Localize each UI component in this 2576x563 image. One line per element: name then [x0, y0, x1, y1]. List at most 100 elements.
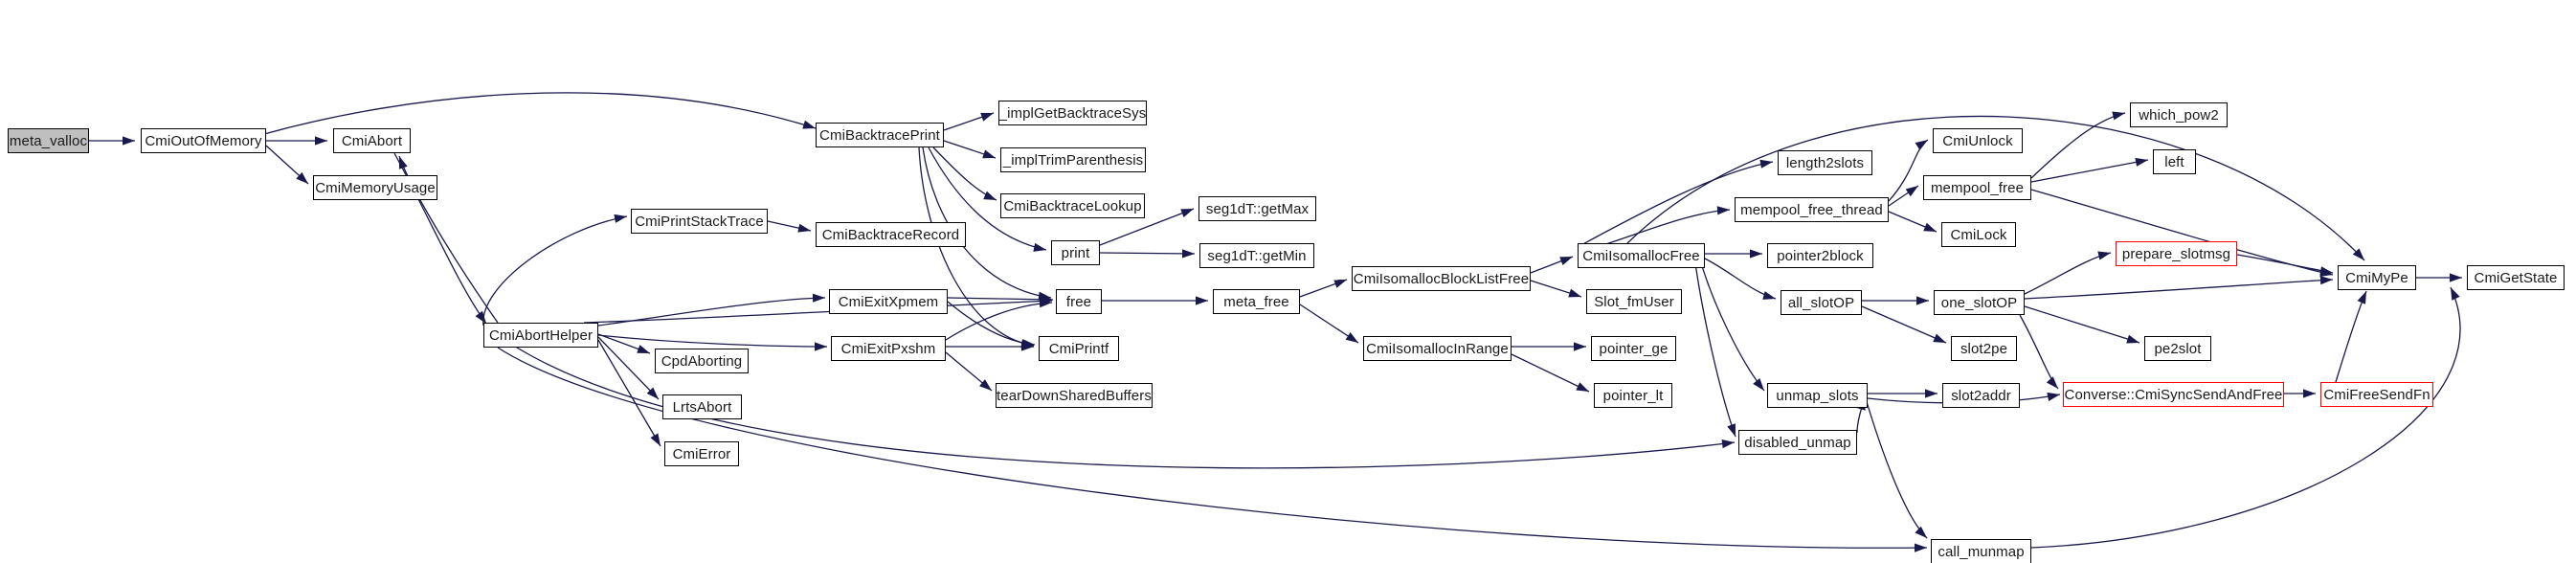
- graph-node-_implGetBacktraceSys[interactable]: _implGetBacktraceSys: [998, 101, 1147, 125]
- edge-unmap_slots-to-call_munmap: [1864, 394, 1928, 539]
- graph-node-CmiMyPe[interactable]: CmiMyPe: [2338, 265, 2416, 290]
- arrowhead-mempool_free_thread-to-CmiLock: [1923, 222, 1937, 232]
- graph-node-mempool_free_thread[interactable]: mempool_free_thread: [1735, 197, 1889, 222]
- arrowhead-CmiAbortHelper-to-CmiError: [650, 433, 661, 446]
- edge-CmiIsomallocFree-to-disabled_unmap: [1693, 256, 1736, 438]
- graph-node-CmiMemoryUsage[interactable]: CmiMemoryUsage: [313, 175, 437, 200]
- graph-node-label: all_slotOP: [1787, 294, 1855, 311]
- graph-node-all_slotOP[interactable]: all_slotOP: [1781, 290, 1862, 315]
- edge-CmiExitXpmem-to-free: [947, 297, 1054, 301]
- graph-node-label: CmiPrintStackTrace: [635, 213, 764, 230]
- graph-node-label: CmiUnlock: [1942, 132, 2013, 149]
- edge-all_slotOP-to-slot2pe: [1861, 305, 1947, 344]
- graph-node-CmiPrintf[interactable]: CmiPrintf: [1039, 336, 1119, 361]
- graph-node-_implTrimParenthesis[interactable]: _implTrimParenthesis: [1000, 147, 1146, 172]
- graph-node-label: CmiBacktraceRecord: [821, 226, 960, 243]
- graph-node-CmiIsomallocBlockListFree[interactable]: CmiIsomallocBlockListFree: [1352, 266, 1531, 291]
- graph-node-meta_valloc[interactable]: meta_valloc: [8, 128, 89, 153]
- graph-node-prepare_slotmsg[interactable]: prepare_slotmsg: [2116, 241, 2237, 266]
- graph-node-CmiLock[interactable]: CmiLock: [1941, 222, 2016, 247]
- arrowhead-CmiIsomallocInRange-to-pointer_lt: [1576, 382, 1589, 392]
- arrowhead-unmap_slots-to-call_munmap: [1915, 526, 1927, 538]
- graph-node-seg1dT_getMax[interactable]: seg1dT::getMax: [1198, 196, 1316, 221]
- graph-node-pointer_ge[interactable]: pointer_ge: [1591, 336, 1676, 361]
- graph-node-label: meta_free: [1223, 293, 1289, 310]
- graph-node-CmiBacktracePrint[interactable]: CmiBacktracePrint: [816, 123, 944, 147]
- graph-node-one_slotOP[interactable]: one_slotOP: [1934, 290, 2025, 315]
- graph-node-Converse_CmiSyncSendAndFree[interactable]: Converse::CmiSyncSendAndFree: [2063, 382, 2284, 407]
- edge-CmiIsomallocFree-to-length2slots: [1577, 161, 1774, 248]
- graph-node-CmiExitPxshm[interactable]: CmiExitPxshm: [831, 336, 946, 361]
- graph-node-pe2slot[interactable]: pe2slot: [2144, 336, 2211, 361]
- graph-node-CmiExitXpmem[interactable]: CmiExitXpmem: [829, 289, 948, 314]
- arrowhead-Converse_CmiSyncSendAndFree-to-CmiFreeSendFn: [2303, 389, 2316, 398]
- arrowhead-CmiIsomallocFree-to-pointer2block: [1750, 249, 1762, 259]
- graph-node-print[interactable]: print: [1051, 240, 1100, 265]
- arrowhead-mempool_free_thread-to-mempool_free: [1905, 186, 1918, 197]
- graph-node-label: mempool_free_thread: [1740, 201, 1883, 218]
- graph-node-LrtsAbort[interactable]: LrtsAbort: [662, 394, 742, 419]
- graph-node-label: CmiExitXpmem: [838, 293, 939, 310]
- arrowhead-CmiFreeSendFn-to-CmiMyPe: [2357, 291, 2366, 304]
- arrowhead-CmiBacktracePrint-to-CmiBacktraceLookup: [983, 191, 997, 200]
- graph-node-pointer_lt[interactable]: pointer_lt: [1594, 383, 1672, 408]
- graph-node-slot2addr[interactable]: slot2addr: [1942, 383, 2020, 408]
- arrowhead-meta_free-to-CmiIsomallocInRange: [1345, 332, 1358, 343]
- arrowhead-CmiIsomallocBlockListFree-to-CmiIsomallocFree: [1559, 257, 1573, 265]
- edge-one_slotOP-to-prepare_slotmsg: [2024, 252, 2112, 295]
- graph-node-label: unmap_slots: [1776, 387, 1859, 404]
- edge-CmiAbortHelper-to-free: [583, 300, 1053, 324]
- graph-node-CmiBacktraceLookup[interactable]: CmiBacktraceLookup: [1000, 193, 1145, 218]
- arrowhead-CmiAbortHelper-to-CmiExitXpmem: [812, 293, 825, 303]
- arrowhead-CmiIsomallocFree-to-length2slots: [1759, 159, 1773, 169]
- graph-node-CmiAbortHelper[interactable]: CmiAbortHelper: [483, 323, 598, 348]
- graph-node-CmiBacktraceRecord[interactable]: CmiBacktraceRecord: [816, 222, 966, 247]
- graph-node-slot2pe[interactable]: slot2pe: [1951, 336, 2017, 361]
- edge-mempool_free-to-CmiMyPe: [2030, 189, 2334, 276]
- graph-node-meta_free[interactable]: meta_free: [1213, 289, 1300, 314]
- graph-node-which_pow2[interactable]: which_pow2: [2130, 102, 2228, 127]
- arrowhead-print-to-seg1dT_getMin: [1181, 249, 1195, 259]
- graph-node-label: seg1dT::getMax: [1205, 200, 1310, 217]
- graph-node-CmiPrintStackTrace[interactable]: CmiPrintStackTrace: [631, 209, 768, 234]
- graph-node-free[interactable]: free: [1056, 289, 1102, 314]
- graph-node-call_munmap[interactable]: call_munmap: [1931, 539, 2031, 563]
- edge-CmiIsomallocFree-to-unmap_slots: [1698, 256, 1765, 392]
- graph-node-CmiError[interactable]: CmiError: [664, 441, 739, 466]
- edge-CmiOutOfMemory-to-CmiBacktracePrint: [263, 92, 817, 135]
- graph-node-CmiGetState[interactable]: CmiGetState: [2467, 265, 2565, 290]
- arrowhead-CmiIsomallocBlockListFree-to-Slot_fmUser: [1568, 288, 1581, 298]
- graph-node-unmap_slots[interactable]: unmap_slots: [1767, 383, 1868, 408]
- graph-node-mempool_free[interactable]: mempool_free: [1923, 175, 2031, 200]
- arrowhead-CmiBacktracePrint-to-_implTrimParenthesis: [982, 149, 996, 159]
- edge-one_slotOP-to-CmiMyPe: [2024, 279, 2334, 300]
- graph-node-CmiAbort[interactable]: CmiAbort: [333, 128, 411, 153]
- arrowhead-all_slotOP-to-slot2pe: [1933, 333, 1946, 343]
- graph-node-CmiIsomallocFree[interactable]: CmiIsomallocFree: [1578, 243, 1705, 268]
- arrowhead-CmiOutOfMemory-to-CmiAbort: [315, 136, 327, 146]
- graph-node-label: slot2addr: [1951, 387, 2011, 404]
- graph-node-pointer2block[interactable]: pointer2block: [1767, 243, 1873, 268]
- graph-node-CmiIsomallocInRange[interactable]: CmiIsomallocInRange: [1363, 336, 1512, 361]
- graph-node-CmiUnlock[interactable]: CmiUnlock: [1933, 128, 2023, 153]
- graph-node-CpdAborting[interactable]: CpdAborting: [655, 349, 749, 373]
- graph-node-CmiOutOfMemory[interactable]: CmiOutOfMemory: [141, 128, 266, 153]
- graph-node-label: CmiMemoryUsage: [315, 179, 436, 196]
- graph-node-label: CmiOutOfMemory: [145, 132, 262, 149]
- graph-node-label: prepare_slotmsg: [2121, 245, 2231, 262]
- graph-node-label: pe2slot: [2154, 340, 2202, 357]
- arrowhead-one_slotOP-to-pe2slot: [2126, 334, 2139, 344]
- graph-node-Slot_fmUser[interactable]: Slot_fmUser: [1586, 289, 1682, 314]
- graph-node-length2slots[interactable]: length2slots: [1778, 150, 1872, 175]
- graph-node-CmiFreeSendFn[interactable]: CmiFreeSendFn: [2320, 382, 2433, 407]
- graph-node-disabled_unmap[interactable]: disabled_unmap: [1738, 430, 1857, 455]
- arrowhead-CmiAbortHelper-to-CmiAbort: [398, 156, 408, 169]
- arrowhead-CmiPrintStackTrace-to-CmiBacktraceRecord: [797, 223, 811, 233]
- arrowhead-CmiBacktracePrint-to-print: [1033, 242, 1046, 252]
- edge-CmiAbortHelper-to-call_munmap: [497, 347, 1928, 549]
- graph-node-tearDownSharedBuffers[interactable]: tearDownSharedBuffers: [996, 383, 1153, 408]
- graph-node-left[interactable]: left: [2153, 149, 2196, 174]
- graph-node-label: print: [1061, 244, 1090, 261]
- graph-node-seg1dT_getMin[interactable]: seg1dT::getMin: [1199, 243, 1314, 268]
